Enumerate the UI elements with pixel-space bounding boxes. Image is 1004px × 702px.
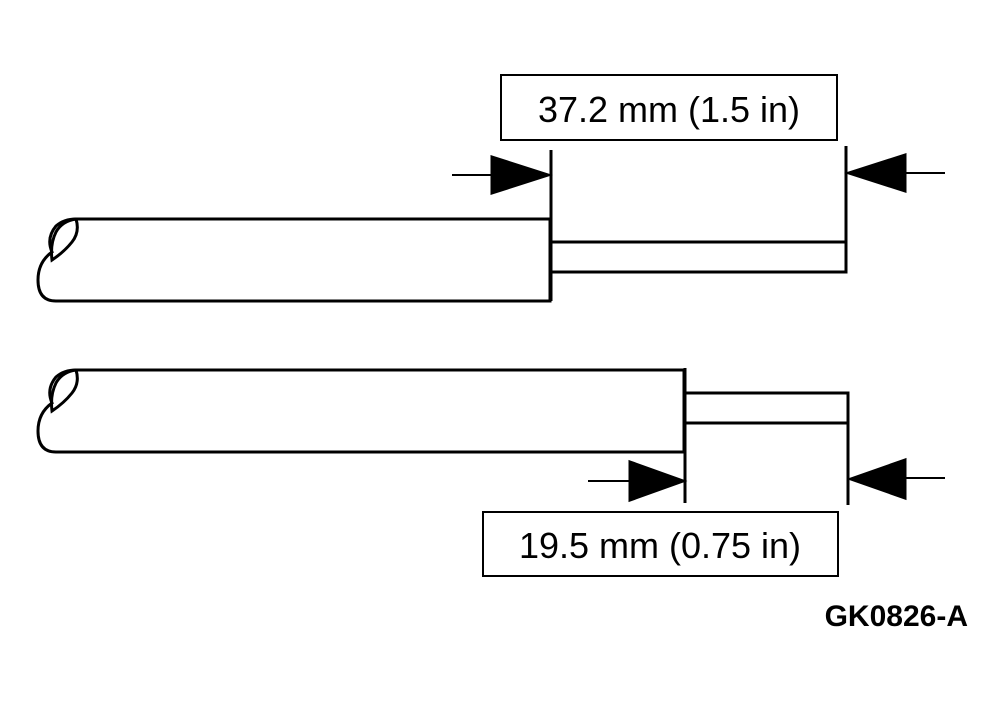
bottom-dimension-label: 19.5 mm (0.75 in) (519, 525, 801, 566)
bottom-arrow-left-head-icon (628, 459, 688, 503)
bottom-cable-break-mark (50, 368, 79, 414)
bottom-cable-insulation (36, 368, 686, 454)
figure-id: GK0826-A (825, 600, 968, 633)
top-arrow-right-head-icon (844, 152, 907, 194)
top-stripped-conductor (552, 240, 848, 274)
bottom-stripped-conductor (686, 391, 850, 425)
top-wire-assembly (36, 74, 945, 303)
top-dimension-label-box (500, 74, 838, 141)
top-dimension-label: 37.2 mm (1.5 in) (538, 89, 800, 130)
top-cable-insulation (36, 217, 552, 303)
top-arrow-left-head-icon (490, 154, 553, 196)
bottom-dimension-label-box (482, 511, 839, 577)
bottom-wire-assembly (36, 368, 945, 577)
bottom-arrow-right-head-icon (846, 457, 907, 501)
top-cable-break-mark (50, 217, 79, 263)
